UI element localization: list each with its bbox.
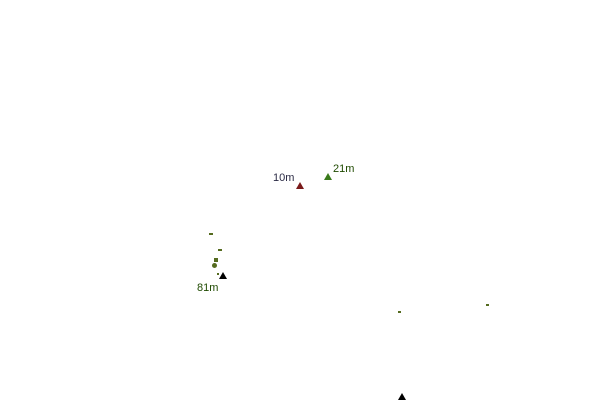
island: [217, 273, 219, 275]
island: [212, 263, 217, 268]
peak-label: 81m: [197, 282, 219, 294]
island: [486, 304, 489, 306]
peak-marker-icon[interactable]: [219, 272, 227, 279]
peak-marker-icon[interactable]: [324, 173, 332, 180]
peak-label: 10m: [273, 172, 295, 184]
peak-marker-icon[interactable]: [398, 393, 406, 400]
island: [214, 258, 218, 262]
island: [209, 233, 213, 235]
island: [218, 249, 222, 251]
peak-label: 21m: [333, 163, 355, 175]
peak-marker-icon[interactable]: [296, 182, 304, 189]
island: [398, 311, 401, 313]
